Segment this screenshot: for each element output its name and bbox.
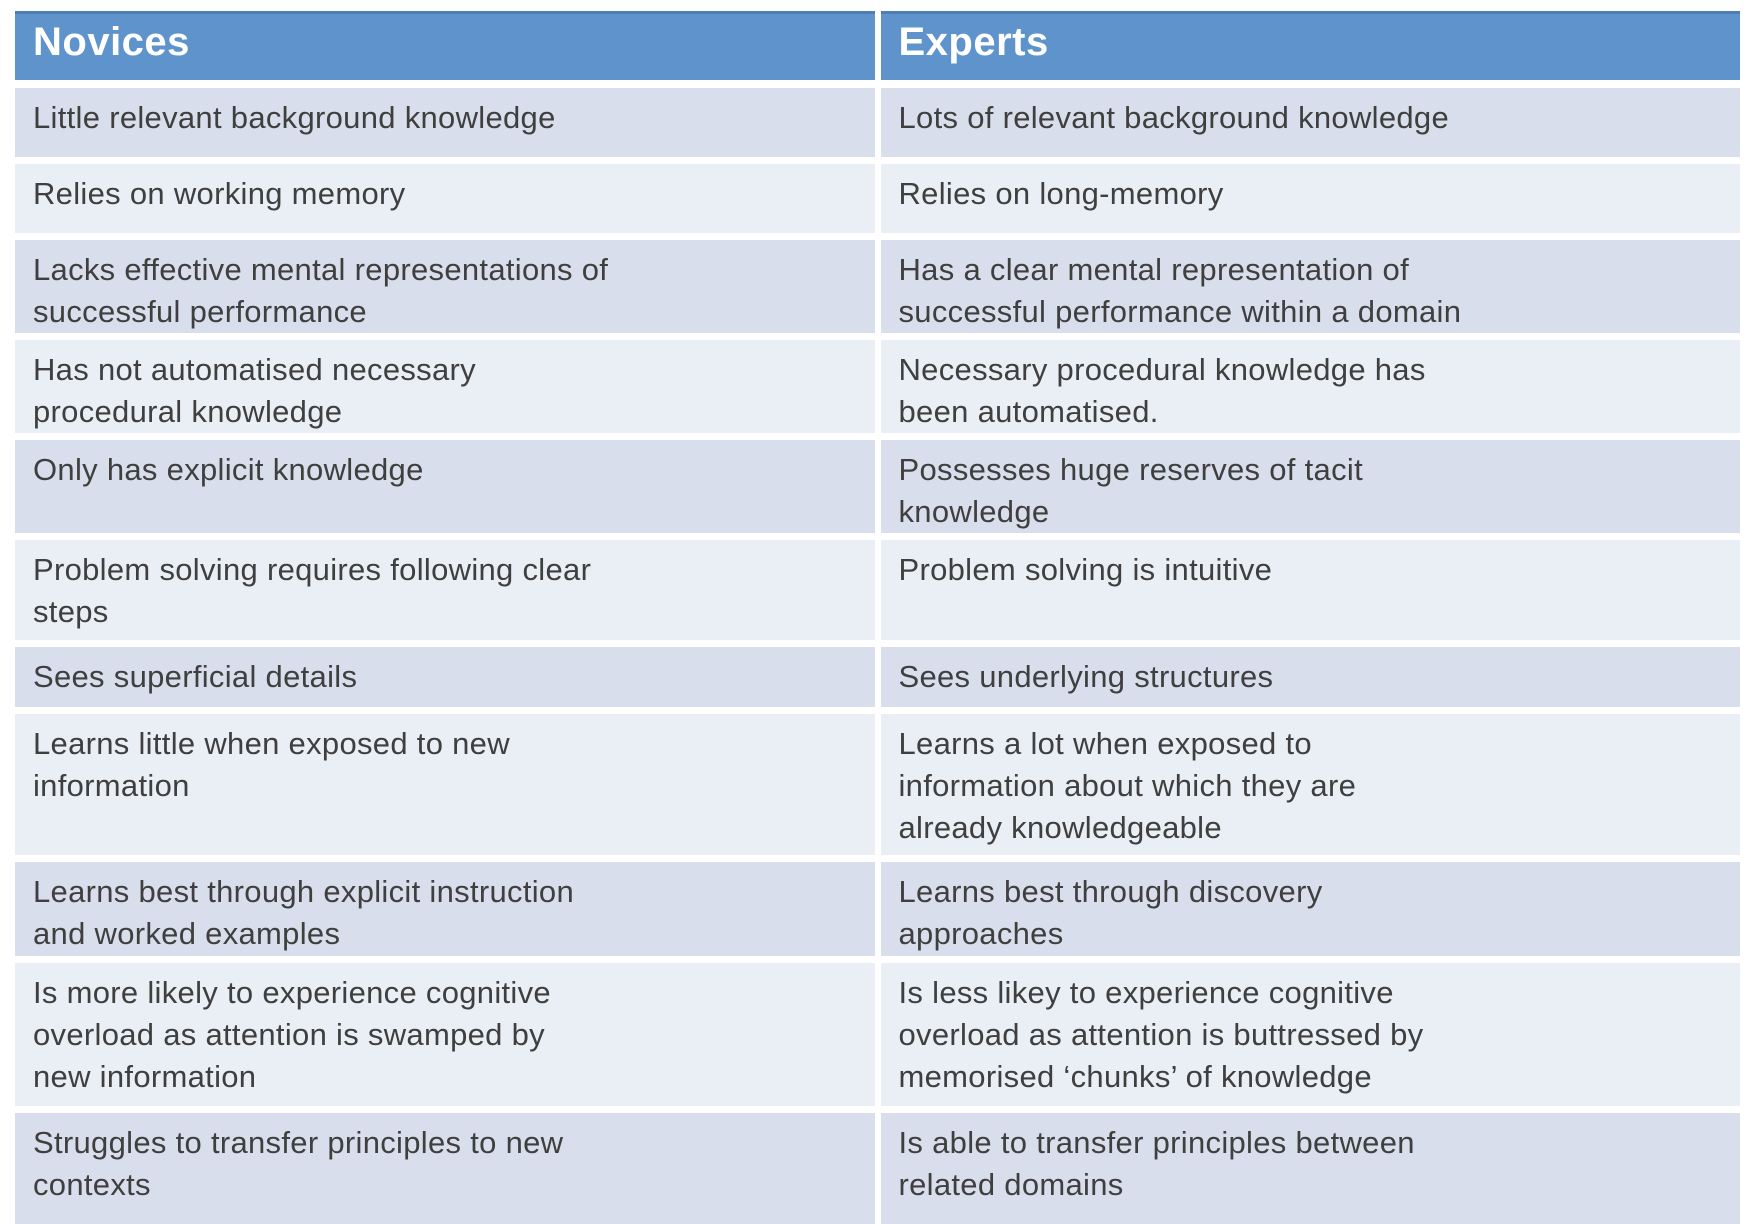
expert-cell: Learns a lot when exposed to information… [880,714,1740,855]
table-header-row: Novices Experts [15,11,1740,80]
novice-cell: Has not automatised necessary procedural… [15,340,875,433]
expert-cell: Relies on long-memory [880,164,1740,233]
expert-cell: Lots of relevant background knowledge [880,88,1740,157]
table-row: Is more likely to experience cognitive o… [15,963,1740,1106]
novice-cell: Only has explicit knowledge [15,440,875,533]
expert-cell: Is less likey to experience cognitive ov… [880,963,1740,1106]
header-cell-experts: Experts [880,11,1740,80]
table-row: Learns little when exposed to new inform… [15,714,1740,855]
novice-cell: Is more likely to experience cognitive o… [15,963,875,1106]
novice-cell: Lacks effective mental representations o… [15,240,875,333]
novice-cell: Learns little when exposed to new inform… [15,714,875,855]
novice-cell: Struggles to transfer principles to new … [15,1113,875,1224]
novice-cell: Learns best through explicit instruction… [15,862,875,956]
expert-cell: Learns best through discovery approaches [880,862,1740,956]
expert-cell: Problem solving is intuitive [880,540,1740,640]
novice-cell: Problem solving requires following clear… [15,540,875,640]
table-row: Learns best through explicit instruction… [15,862,1740,956]
novice-cell: Little relevant background knowledge [15,88,875,157]
expert-cell: Is able to transfer principles between r… [880,1113,1740,1224]
novices-experts-comparison-table: Novices Experts Little relevant backgrou… [15,11,1740,1224]
novice-cell: Relies on working memory [15,164,875,233]
expert-cell: Possesses huge reserves of tacit knowled… [880,440,1740,533]
header-cell-novices: Novices [15,11,875,80]
expert-cell: Sees underlying structures [880,647,1740,707]
table-row: Has not automatised necessary procedural… [15,340,1740,433]
table-row: Struggles to transfer principles to new … [15,1113,1740,1224]
novice-cell: Sees superficial details [15,647,875,707]
expert-cell: Has a clear mental representation of suc… [880,240,1740,333]
table-row: Problem solving requires following clear… [15,540,1740,640]
expert-cell: Necessary procedural knowledge has been … [880,340,1740,433]
table-row: Lacks effective mental representations o… [15,240,1740,333]
